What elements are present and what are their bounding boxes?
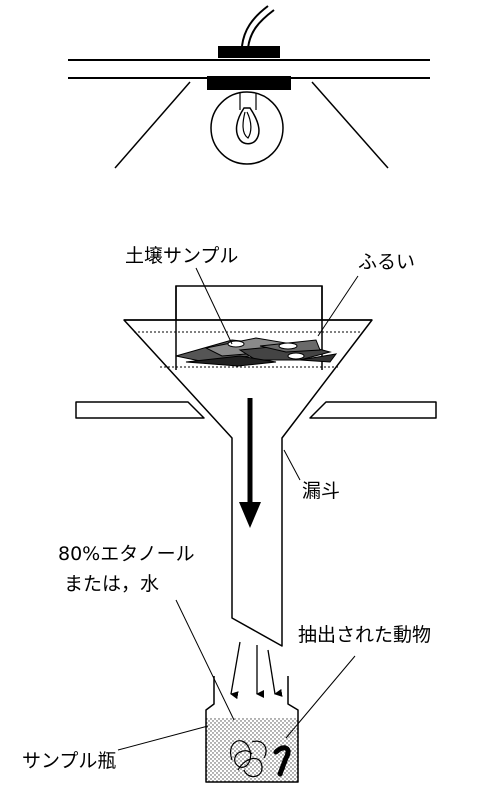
label-ethanol-line1: 80%エタノール	[58, 543, 195, 565]
label-extracted-animals: 抽出された動物	[298, 624, 431, 646]
label-ethanol-line2: または，水	[64, 573, 159, 595]
label-funnel: 漏斗	[302, 480, 340, 502]
label-sample-bottle: サンプル瓶	[22, 750, 116, 772]
leader-sample-bottle	[117, 725, 209, 751]
label-soil-sample: 土壌サンプル	[125, 245, 238, 267]
power-cord	[241, 5, 269, 47]
sample-bottle	[205, 676, 299, 783]
support-plate	[75, 401, 437, 419]
leader-ethanol	[175, 599, 235, 721]
drop-arrows	[230, 641, 283, 700]
leader-sieve	[317, 275, 359, 337]
extracted-animals	[230, 740, 291, 778]
lamp-housing-top	[218, 46, 280, 58]
arrow-down-icon	[239, 398, 261, 528]
leader-funnel	[283, 449, 301, 481]
label-sieve: ふるい	[358, 251, 415, 273]
light-cone-right	[311, 81, 389, 169]
light-bulb-icon	[210, 91, 284, 165]
lamp-assembly	[68, 5, 430, 169]
lamp-socket	[207, 76, 291, 90]
leader-soil-sample	[195, 267, 233, 345]
light-cone-left	[114, 81, 191, 169]
soil-sample	[175, 337, 338, 367]
